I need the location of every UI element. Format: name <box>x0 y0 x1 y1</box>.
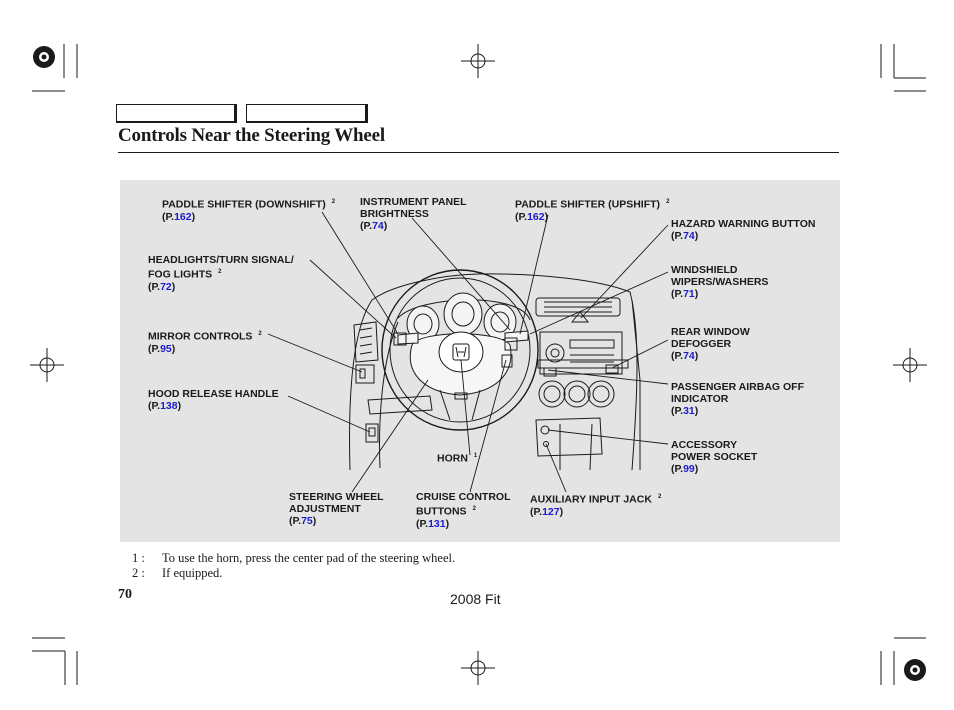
label-hazard-warning-button: HAZARD WARNING BUTTON (P.74) <box>671 218 816 242</box>
footer-model: 2008 Fit <box>450 591 501 607</box>
section-tab-1 <box>116 104 237 123</box>
label-paddle-shifter-upshift: PADDLE SHIFTER (UPSHIFT)2 (P.162) <box>515 198 670 223</box>
footnote-1: 1 :To use the horn, press the center pad… <box>132 551 456 565</box>
page-title: Controls Near the Steering Wheel <box>118 125 385 146</box>
footnote-2: 2 :If equipped. <box>132 566 223 580</box>
label-paddle-shifter-downshift: PADDLE SHIFTER (DOWNSHIFT)2 (P.162) <box>162 198 336 223</box>
label-hood-release-handle: HOOD RELEASE HANDLE (P.138) <box>148 388 279 412</box>
page-number: 70 <box>118 587 132 602</box>
title-rule <box>118 152 839 153</box>
section-tab-2 <box>246 104 368 123</box>
